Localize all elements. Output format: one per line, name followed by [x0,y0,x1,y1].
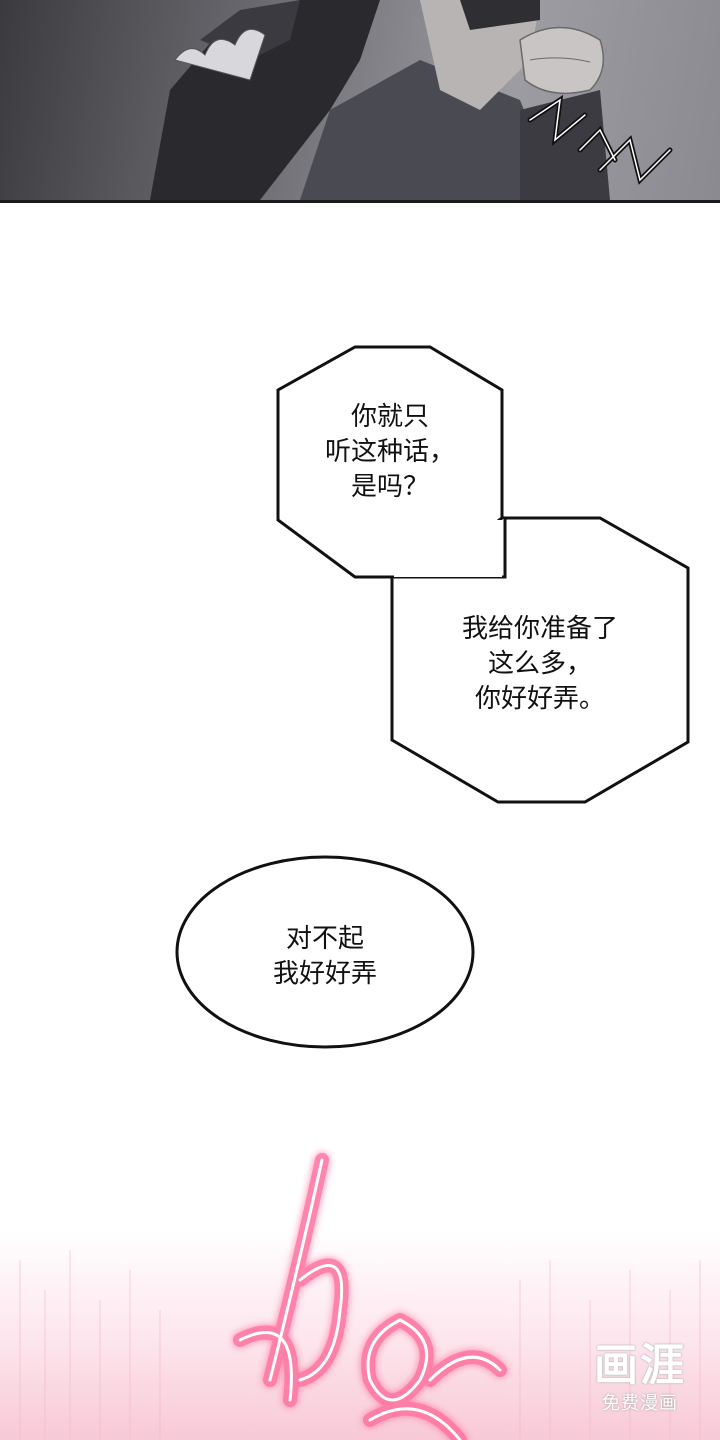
sfx-panel: 画涯 免费漫画 [0,1140,720,1440]
neon-letters [233,1153,507,1440]
bubble-3-text: 对不起 我好好弄 [272,924,377,989]
bubble-2-text: 我给你准备了 这么多， 你好好弄。 [461,614,618,714]
speech-bubble-3 [175,855,475,1049]
watermark: 画涯 免费漫画 [594,1340,686,1416]
speech-bubble-2 [390,516,690,804]
character-illustration [150,0,673,200]
watermark-logo: 画涯 [594,1340,686,1391]
top-manga-panel [0,0,720,203]
watermark-subtitle: 免费漫画 [602,1393,678,1414]
neon-sfx-drawing [19,1153,701,1440]
bubble-1-text: 你就只 听这种话， 是吗？ [324,402,455,502]
